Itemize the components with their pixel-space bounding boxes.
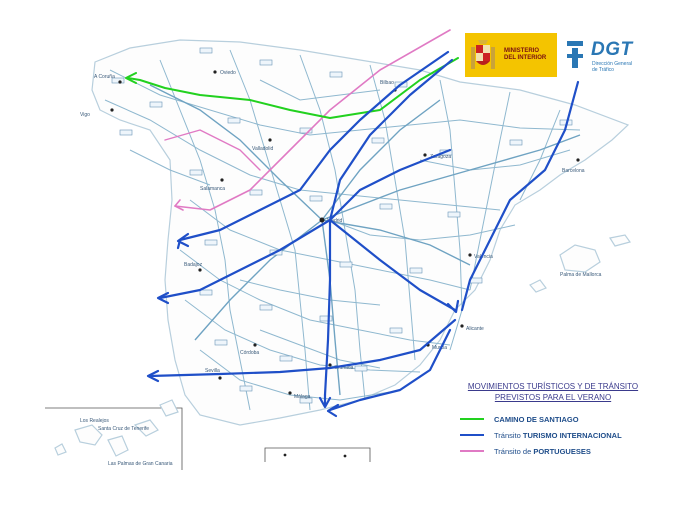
tourism-arrow-west-3	[146, 369, 160, 383]
coat-of-arms-icon	[471, 40, 495, 69]
svg-text:Valladolid: Valladolid	[252, 146, 274, 152]
svg-text:Sevilla: Sevilla	[205, 368, 220, 374]
legend-item-camino: CAMINO DE SANTIAGO	[460, 413, 579, 425]
legend-item-label: TURISMO INTERNACIONAL	[522, 430, 622, 440]
svg-text:Oviedo: Oviedo	[220, 70, 236, 76]
legend-item-prefix: Tránsito	[494, 430, 523, 440]
dgt-subtitle: Dirección General de Tráfico	[592, 61, 633, 73]
legend-item-label: PORTUGUESES	[533, 446, 591, 456]
international-tourism-routes	[146, 50, 580, 418]
tourism-arrow-valencia	[446, 299, 460, 314]
city-markers: Madrid Barcelona Zaragoza Valencia Bilba…	[80, 70, 602, 400]
balearic-islands	[529, 234, 631, 293]
svg-text:Vigo: Vigo	[80, 112, 90, 118]
dgt-logo: DGT Dirección General de Tráfico	[563, 35, 648, 79]
svg-text:Murcia: Murcia	[432, 345, 447, 351]
canary-islands-inset: Los Realejos Santa Cruz de Tenerife Las …	[45, 399, 183, 470]
legend-item-label: CAMINO DE SANTIAGO	[494, 414, 579, 424]
camino-arrow	[125, 72, 137, 84]
ceuta-melilla-inset	[264, 447, 371, 462]
tourism-arrow-west-1	[176, 232, 190, 248]
svg-text:Barcelona: Barcelona	[562, 168, 585, 174]
tourism-arrow-south	[318, 396, 332, 409]
svg-text:Salamanca: Salamanca	[200, 186, 225, 192]
dgt-mark-icon	[567, 41, 583, 68]
svg-text:Badajoz: Badajoz	[184, 262, 203, 268]
svg-text:Zaragoza: Zaragoza	[430, 154, 451, 160]
svg-text:Málaga: Málaga	[294, 394, 311, 400]
svg-text:Córdoba: Córdoba	[240, 350, 259, 356]
svg-text:Palma de Mallorca: Palma de Mallorca	[560, 272, 602, 278]
svg-text:A Coruña: A Coruña	[94, 74, 115, 80]
camino-line-swatch	[460, 418, 484, 420]
ministerio-del-interior-logo: MINISTERIO DEL INTERIOR	[465, 33, 557, 77]
secondary-roads	[104, 49, 581, 411]
camino-de-santiago-route	[125, 57, 459, 119]
portuguese-arrow	[174, 199, 184, 211]
svg-text:Las Palmas de Gran Canaria: Las Palmas de Gran Canaria	[108, 461, 173, 467]
portugueses-line-swatch	[460, 450, 484, 452]
legend-title: MOVIMIENTOS TURÍSTICOS Y DE TRÁNSITO PRE…	[467, 382, 639, 402]
map-legend: MOVIMIENTOS TURÍSTICOS Y DE TRÁNSITO PRE…	[446, 375, 650, 482]
tourism-arrow-west-2	[156, 291, 170, 305]
svg-text:Alicante: Alicante	[466, 326, 484, 332]
dgt-name: DGT	[591, 39, 633, 60]
svg-text:Santa Cruz de Tenerife: Santa Cruz de Tenerife	[98, 426, 149, 432]
portuguese-transit-routes	[164, 29, 451, 211]
legend-item-prefix: Tránsito de	[494, 446, 534, 456]
legend-item-portugueses: Tránsito de PORTUGUESES	[460, 445, 591, 457]
ministry-label: MINISTERIO DEL INTERIOR	[504, 48, 547, 61]
tourism-arrow-southeast	[326, 403, 340, 418]
svg-text:Bilbao: Bilbao	[380, 80, 394, 86]
svg-text:Madrid: Madrid	[327, 218, 343, 224]
svg-text:Valencia: Valencia	[474, 254, 493, 260]
turismo-line-swatch	[460, 434, 484, 436]
svg-text:Los Realejos: Los Realejos	[80, 418, 109, 424]
svg-text:Granada: Granada	[334, 365, 354, 371]
legend-item-turismo: Tránsito TURISMO INTERNACIONAL	[460, 429, 622, 441]
